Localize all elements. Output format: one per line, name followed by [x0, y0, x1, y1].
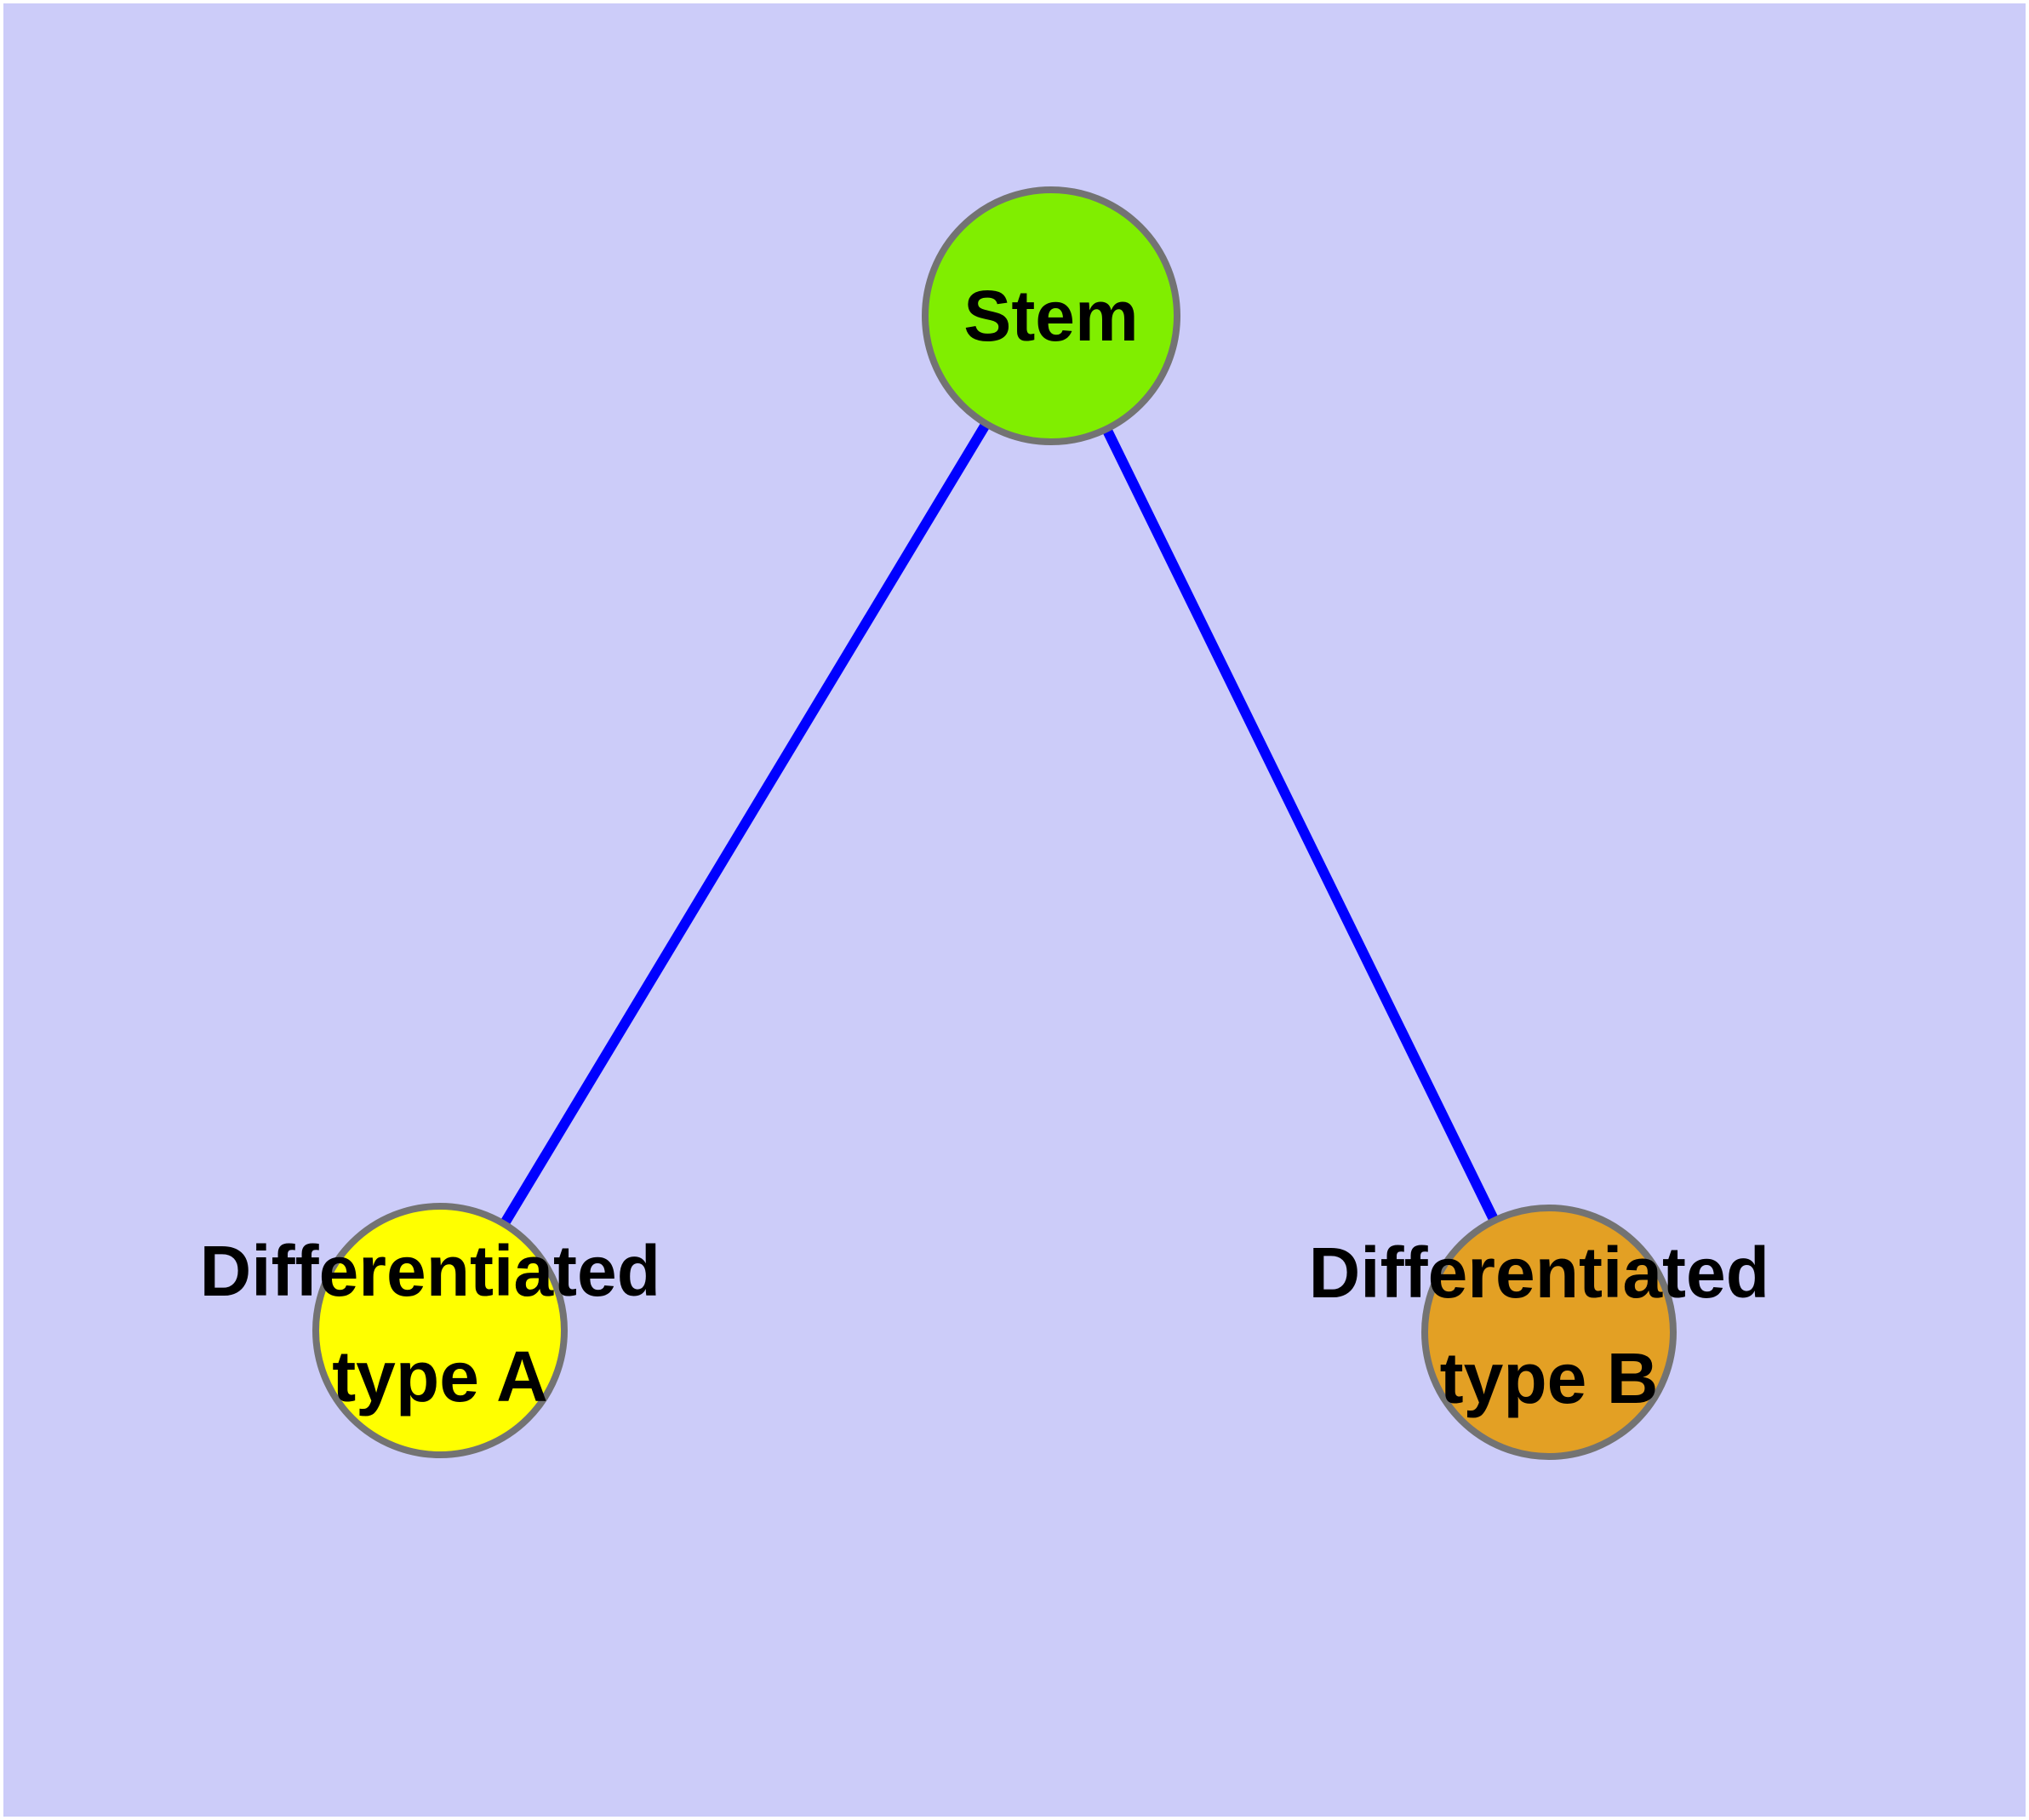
- node-label-differentiated-type-a-line-1: Differentiated: [200, 1231, 660, 1311]
- edge-stem-to-diff-a[interactable]: [435, 312, 1056, 1334]
- node-label-stem: Stem: [963, 276, 1138, 356]
- node-label-differentiated-type-b: Differentiated type B: [1309, 1233, 1790, 1418]
- label-layer: Stem Differentiated type A Differentiate…: [200, 276, 1790, 1418]
- node-label-differentiated-type-a: Differentiated type A: [200, 1231, 681, 1417]
- node-label-differentiated-type-a-line-2: type A: [332, 1336, 548, 1417]
- node-differentiated-type-b[interactable]: [1421, 1205, 1677, 1460]
- node-differentiated-type-a[interactable]: [312, 1203, 568, 1458]
- node-label-differentiated-type-b-line-2: type B: [1440, 1338, 1659, 1418]
- edge-stem-to-diff-b[interactable]: [1046, 313, 1554, 1335]
- node-stem[interactable]: [922, 186, 1180, 445]
- node-layer: [312, 186, 1677, 1460]
- node-label-differentiated-type-b-line-1: Differentiated: [1309, 1233, 1769, 1313]
- node-label-stem-line-1: Stem: [963, 276, 1138, 356]
- edge-layer: [435, 312, 1554, 1335]
